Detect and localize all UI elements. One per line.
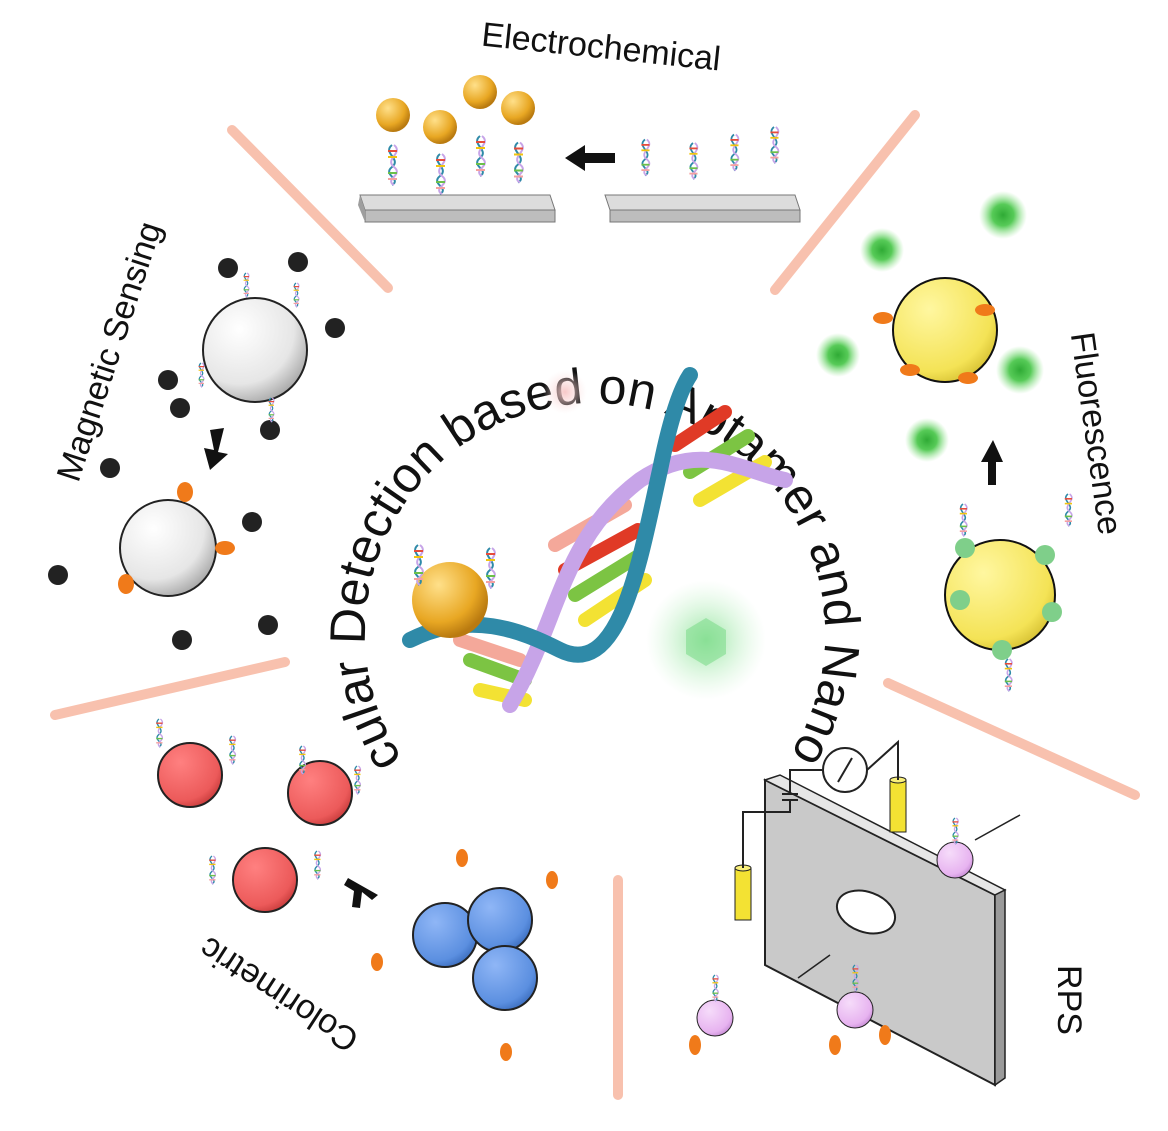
green-glow-dots: [816, 191, 1044, 462]
green-glow-dot-icon: [860, 228, 904, 272]
green-glow-dot-icon: [816, 333, 860, 377]
electrochemical-label: Electrochemical: [480, 16, 723, 79]
arrow-icon: [797, 954, 831, 979]
arrow-icon: [344, 878, 378, 908]
arrow-icon: [974, 814, 1021, 841]
violet-nanoparticle-icon: [696, 999, 734, 1037]
red-nanoparticle-icon: [287, 760, 353, 826]
arrow-icon: [565, 145, 615, 171]
electrode-icon: [358, 194, 556, 223]
gold-nanoparticle-icon: [412, 562, 488, 638]
divider-ray: [50, 657, 290, 720]
yellow-nanoparticle-icon: [892, 277, 998, 383]
pink-particle-icon: [543, 370, 587, 414]
gold-nanoparticle-icon: [463, 75, 497, 109]
electrode-icon: [734, 776, 907, 921]
green-glow-dot-icon: [996, 346, 1044, 394]
magnetic-bead-icon: [202, 297, 308, 403]
violet-nanoparticle-icon: [936, 841, 974, 879]
fluorescence-label: Fluorescence: [1063, 330, 1129, 537]
colorimetric-section: Colorimetric: [155, 718, 558, 1061]
magnetic-particles: [48, 458, 278, 650]
electrochemical-section: Electrochemical: [358, 16, 801, 223]
divider-ray: [883, 678, 1140, 800]
magnetic-bead-icon: [119, 499, 217, 597]
red-nanoparticle-icon: [157, 742, 223, 808]
red-nanoparticle-icon: [232, 847, 298, 913]
green-glow-dot-icon: [979, 191, 1027, 239]
arrow-icon: [981, 440, 1003, 485]
blue-nanoparticle-icon: [472, 945, 538, 1011]
gold-nanoparticle-icon: [423, 110, 457, 144]
divider-ray: [227, 125, 393, 293]
rps-label: RPS: [1050, 965, 1088, 1035]
violet-nanoparticle-icon: [836, 991, 874, 1029]
green-glow-dot-icon: [905, 418, 949, 462]
magnetic-sensing-label: Magnetic Sensing: [50, 217, 170, 486]
electrode-icon: [604, 194, 801, 223]
divider-ray: [770, 110, 920, 295]
colorimetric-label: Colorimetric: [193, 929, 366, 1060]
blue-nanoparticle-icon: [467, 887, 533, 953]
center-dna-helix-icon: [402, 367, 793, 713]
magnetic-particles: [158, 252, 345, 440]
rps-section: RPS: [689, 739, 1088, 1087]
gold-nanoparticle-icon: [376, 98, 410, 132]
divider-rays: [50, 110, 1140, 1100]
gold-nanoparticle-icon: [501, 91, 535, 125]
blue-nanoparticle-icon: [412, 902, 478, 968]
magnetic-sensing-section: Magnetic Sensing: [48, 217, 345, 650]
arrow-icon: [204, 428, 228, 470]
